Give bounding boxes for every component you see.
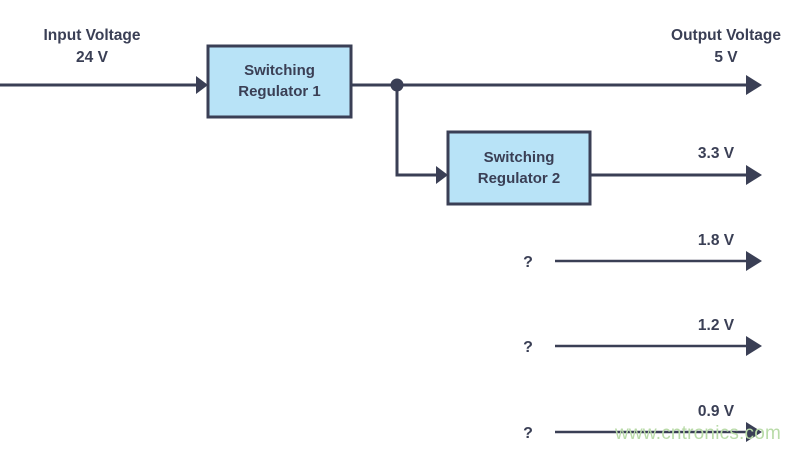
arrowhead-rail-5v bbox=[746, 75, 762, 95]
switching-regulator-2-label-line1: Switching bbox=[484, 149, 555, 166]
rail-0v9-value: 0.9 V bbox=[698, 403, 735, 420]
rail-1v8-value: 1.8 V bbox=[698, 232, 735, 249]
arrowhead-input-to-regulator1 bbox=[196, 76, 208, 94]
arrowhead-rail-1v2 bbox=[746, 336, 762, 356]
rail-3v3-value: 3.3 V bbox=[698, 145, 735, 162]
switching-regulator-2-label-line2: Regulator 2 bbox=[478, 170, 561, 187]
switching-regulator-2-block[interactable] bbox=[446, 130, 592, 206]
input-voltage-value: 24 V bbox=[76, 49, 109, 66]
rail-1v2-unknown-source-marker: ? bbox=[523, 339, 533, 356]
rail-5v-value: 5 V bbox=[714, 49, 738, 66]
switching-regulator-1-label-line2: Regulator 1 bbox=[238, 83, 321, 100]
rail-1v2-value: 1.2 V bbox=[698, 317, 735, 334]
wire-branch-to-regulator2 bbox=[395, 85, 436, 177]
arrowhead-rail-3v3 bbox=[746, 165, 762, 185]
input-voltage-label: Input Voltage bbox=[43, 27, 140, 44]
rail-1v8-unknown-source-marker: ? bbox=[523, 254, 533, 271]
switching-regulator-1-block[interactable] bbox=[206, 44, 353, 119]
arrowhead-rail-1v8 bbox=[746, 251, 762, 271]
arrowhead-branch-to-regulator2 bbox=[436, 166, 448, 184]
rail-0v9-unknown-source-marker: ? bbox=[523, 425, 533, 442]
arrowhead-rail-0v9 bbox=[746, 422, 762, 442]
site-watermark: www.cntronics.com bbox=[614, 423, 781, 444]
switching-regulator-1-label-line1: Switching bbox=[244, 62, 315, 79]
output-voltage-label: Output Voltage bbox=[671, 27, 781, 44]
